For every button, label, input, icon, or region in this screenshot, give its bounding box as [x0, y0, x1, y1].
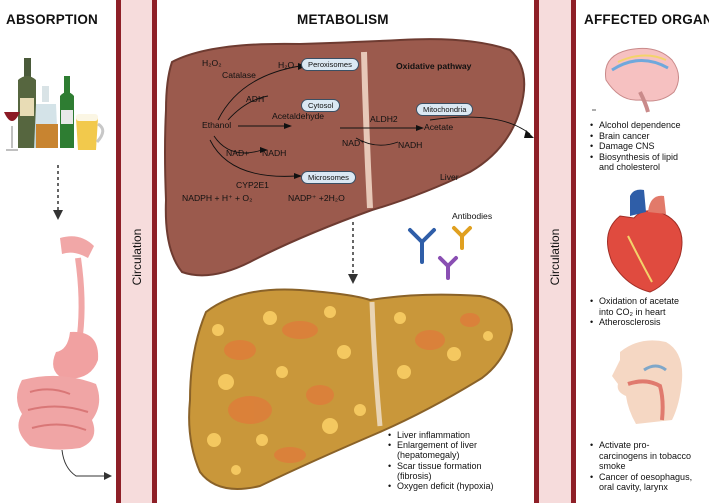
list-item-text: (fibrosis) [397, 470, 432, 481]
aldh2-label: ALDH2 [370, 114, 398, 124]
list-item-continued: oral cavity, larynx [599, 482, 692, 493]
liver-damage-list: Liver inflammation Enlargement of liver … [386, 430, 494, 491]
nadph-equation-label: NADPH + H⁺ + O₂ [182, 193, 253, 203]
cytosol-pill: Cytosol [301, 99, 341, 112]
list-item: Enlargement of liver [388, 440, 494, 450]
mitochondria-pill: Mitochondria [416, 103, 474, 116]
healthy-liver-illustration [164, 38, 526, 277]
absorption-header: ABSORPTION [6, 12, 99, 27]
microsomes-pill: Microsomes [301, 171, 356, 184]
acetate-label: Acetate [424, 122, 454, 132]
oxidative-pathway-label: Oxidative pathway [396, 61, 472, 71]
list-item-text: smoke [599, 461, 626, 472]
heart-effects-list: Oxidation of acetate into CO₂ in heart A… [588, 296, 679, 328]
ethanol-label: Ethanol [202, 120, 232, 130]
digestive-tract-icon [17, 236, 112, 480]
list-item-continued: into CO₂ in heart [599, 307, 679, 318]
reaction-arrows [209, 65, 531, 177]
list-item-continued: smoke [599, 461, 692, 472]
list-item: Oxygen deficit (hypoxia) [388, 481, 494, 491]
list-item: Activate pro- [590, 440, 692, 451]
list-item-continued: (hepatomegaly) [397, 450, 494, 460]
affected-organs-header: AFFECTED ORGANS [584, 12, 709, 27]
list-item-continued: (fibrosis) [397, 471, 494, 481]
throat-effects-list: Activate pro- carcinogens in tobacco smo… [588, 440, 692, 493]
list-item-text: oral cavity, larynx [599, 482, 668, 493]
list-item: Damage CNS [590, 141, 681, 152]
left-circulation-band [116, 0, 157, 503]
list-item: Liver inflammation [388, 430, 494, 440]
list-item-continued: and cholesterol [599, 162, 681, 173]
right-circulation-band [534, 0, 576, 503]
nadh-right-label: NADH [398, 140, 423, 150]
list-item: Alcohol dependence [590, 120, 681, 131]
list-item: Brain cancer [590, 131, 681, 142]
peroxisomes-pill: Peroxisomes [301, 58, 359, 71]
catalase-label: Catalase [222, 70, 256, 80]
alcohol-bottles-icon [4, 58, 105, 151]
absorption-down-arrow [53, 165, 63, 220]
metabolism-header: METABOLISM [297, 12, 389, 27]
list-item: Cancer of oesophagus, [590, 472, 692, 483]
nad-right-label: NAD⁺ [342, 138, 365, 148]
liver-damage-down-arrow [348, 222, 358, 284]
nadp-equation-label: NADP⁺ +2H₂O [288, 193, 345, 203]
h2o-label: H₂O [278, 60, 295, 70]
nadh-left-label: NADH [262, 148, 287, 158]
liver-label: Liver [440, 172, 459, 182]
cyp2e1-label: CYP2E1 [236, 180, 269, 190]
list-item: Oxidation of acetate [590, 296, 679, 307]
brain-icon [604, 47, 679, 113]
h2o2-label: H₂O₂ [202, 58, 222, 68]
damaged-liver-illustration [188, 288, 514, 490]
brain-effects-list: Alcohol dependence Brain cancer Damage C… [588, 120, 681, 173]
left-circulation-label: Circulation [130, 228, 144, 286]
adh-label: ADH [246, 94, 265, 104]
acetaldehyde-label: Acetaldehyde [272, 111, 325, 121]
antibody-icon [408, 226, 472, 280]
antibodies-label: Antibodies [452, 211, 493, 221]
list-item-text: into CO₂ in heart [599, 306, 666, 317]
list-item-text: (hepatomegaly) [397, 450, 460, 461]
list-item: Scar tissue formation [388, 461, 494, 471]
throat-profile-icon [612, 340, 683, 424]
list-item: Atherosclerosis [590, 317, 679, 328]
list-item-text: carcinogens in tobacco [599, 450, 692, 461]
reaction-arrowheads [260, 63, 534, 179]
nad-plus-label: NAD+ [226, 148, 250, 158]
heart-icon [607, 189, 683, 293]
right-circulation-label: Circulation [548, 228, 562, 286]
list-item: Biosynthesis of lipid [590, 152, 681, 163]
list-item-continued: carcinogens in tobacco [599, 451, 692, 462]
list-item-text: and cholesterol [599, 162, 661, 173]
